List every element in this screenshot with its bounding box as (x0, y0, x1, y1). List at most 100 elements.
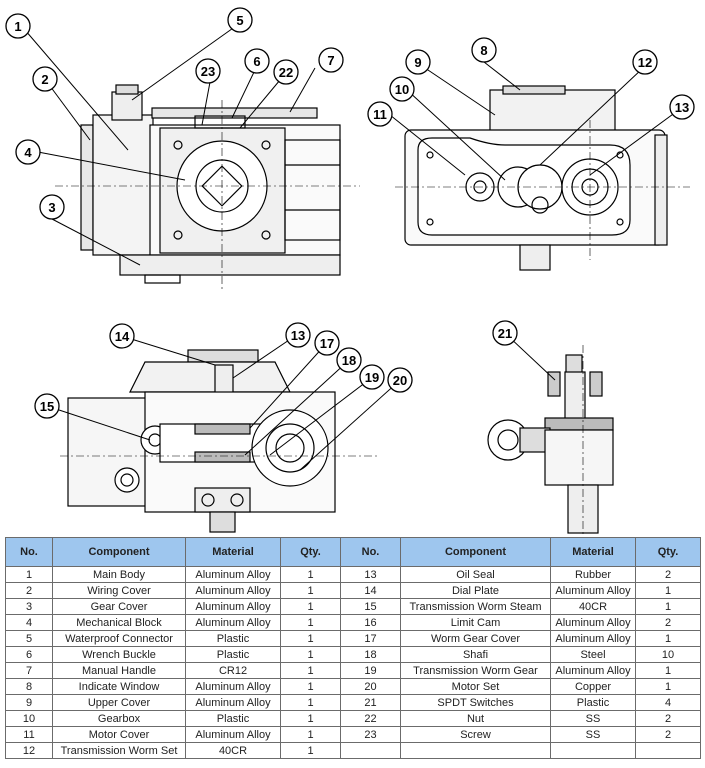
cell-qty: 1 (280, 694, 341, 711)
switch-detail-view (487, 345, 614, 535)
cell-material: CR12 (185, 662, 281, 679)
cell-no: 1 (5, 566, 53, 583)
cell-component: Wrench Buckle (52, 646, 186, 663)
callout-13-bottom-label: 13 (291, 328, 305, 343)
callout-13-top-label: 13 (675, 100, 689, 115)
cell-no: 15 (340, 598, 401, 615)
cell-qty: 1 (635, 678, 701, 695)
cell-component: Transmission Worm Steam (400, 598, 551, 615)
callout-1: 1 (5, 13, 31, 39)
cell-component: Dial Plate (400, 582, 551, 599)
callout-7: 7 (318, 47, 344, 73)
callout-4: 4 (15, 139, 41, 165)
callout-7-label: 7 (327, 53, 334, 68)
cell-component: Gearbox (52, 710, 186, 727)
cell-material: Aluminum Alloy (185, 566, 281, 583)
callout-10-label: 10 (395, 82, 409, 97)
callout-17: 17 (314, 330, 340, 356)
cell-qty: 1 (280, 742, 341, 759)
cell-no: 12 (5, 742, 53, 759)
cell-no: 13 (340, 566, 401, 583)
callout-4-label: 4 (24, 145, 32, 160)
cell-material: Plastic (550, 694, 636, 711)
cell-qty: 1 (635, 598, 701, 615)
cell-no: 19 (340, 662, 401, 679)
callout-3: 3 (39, 194, 65, 220)
callout-11-label: 11 (373, 107, 387, 122)
cell-qty: 1 (280, 630, 341, 647)
cell-qty: 1 (280, 566, 341, 583)
cell-material: Aluminum Alloy (550, 630, 636, 647)
cell-component: Transmission Worm Gear (400, 662, 551, 679)
cell-component: Manual Handle (52, 662, 186, 679)
table-header-row: No. Component Material Qty. No. Componen… (5, 537, 701, 567)
cell-component: Waterproof Connector (52, 630, 186, 647)
callout-13-top: 13 (669, 94, 695, 120)
cell-qty: 1 (635, 630, 701, 647)
callout-12-label: 12 (638, 55, 652, 70)
cell-material: Steel (550, 646, 636, 663)
cell-material: Rubber (550, 566, 636, 583)
cell-qty: 1 (635, 662, 701, 679)
callout-20-label: 20 (393, 373, 407, 388)
callout-19: 19 (359, 364, 385, 390)
cell-material: SS (550, 710, 636, 727)
callout-13-bottom: 13 (285, 322, 311, 348)
cell-component: Main Body (52, 566, 186, 583)
cell-qty: 2 (635, 710, 701, 727)
cell-component: Limit Cam (400, 614, 551, 631)
callout-17-label: 17 (320, 336, 334, 351)
callout-22: 22 (273, 59, 299, 85)
callout-22-label: 22 (279, 65, 293, 80)
cell-material: Aluminum Alloy (185, 678, 281, 695)
cell-qty: 1 (280, 710, 341, 727)
cell-qty: 4 (635, 694, 701, 711)
cell-component: Upper Cover (52, 694, 186, 711)
cell-qty: 10 (635, 646, 701, 663)
cell-qty: 1 (280, 582, 341, 599)
callout-14-label: 14 (115, 329, 130, 344)
cell-qty: 1 (280, 678, 341, 695)
cell-qty: 1 (635, 582, 701, 599)
cell-no: 21 (340, 694, 401, 711)
cell-material: 40CR (185, 742, 281, 759)
header-material: Material (550, 537, 636, 567)
cell-no: 5 (5, 630, 53, 647)
callout-2: 2 (32, 66, 58, 92)
cell-material (550, 742, 636, 759)
cell-qty: 1 (280, 726, 341, 743)
callout-6-label: 6 (253, 54, 260, 69)
cell-component: Transmission Worm Set (52, 742, 186, 759)
cell-no: 22 (340, 710, 401, 727)
cell-material: Plastic (185, 646, 281, 663)
callout-8: 8 (471, 37, 497, 63)
cell-component: Nut (400, 710, 551, 727)
callout-11: 11 (367, 101, 393, 127)
cell-material: Aluminum Alloy (185, 726, 281, 743)
callout-19-label: 19 (365, 370, 379, 385)
side-view (395, 85, 690, 271)
cell-no: 2 (5, 582, 53, 599)
callout-23: 23 (195, 58, 221, 84)
callout-3-label: 3 (48, 200, 55, 215)
front-view (55, 84, 360, 290)
cell-material: Plastic (185, 630, 281, 647)
callout-21-label: 21 (498, 326, 512, 341)
cell-material: Aluminum Alloy (185, 614, 281, 631)
cell-no: 10 (5, 710, 53, 727)
exploded-view-diagram: 1 2 3 4 5 6 7 23 22 8 9 10 11 12 13 14 1… (5, 7, 695, 535)
cell-no: 3 (5, 598, 53, 615)
callout-9: 9 (405, 49, 431, 75)
cell-material: Aluminum Alloy (550, 662, 636, 679)
cell-qty: 1 (280, 614, 341, 631)
cell-component: Indicate Window (52, 678, 186, 695)
cell-no: 9 (5, 694, 53, 711)
